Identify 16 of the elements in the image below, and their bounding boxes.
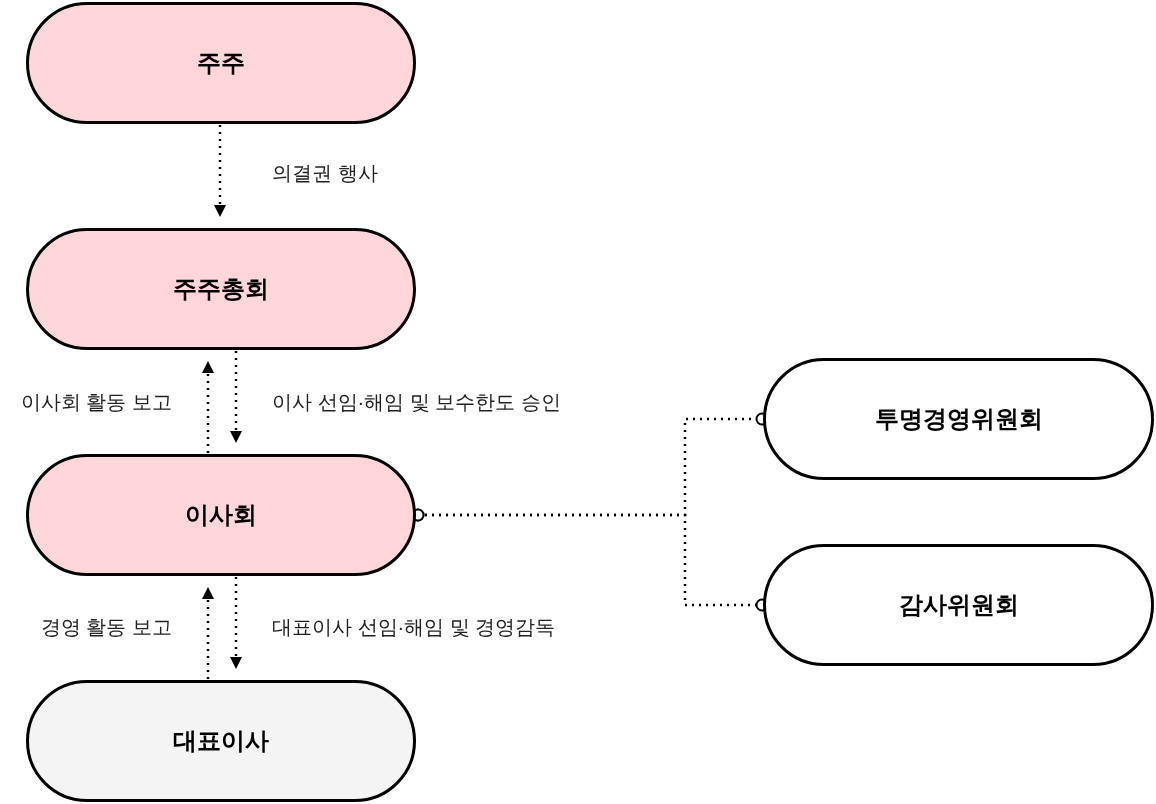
node-label: 감사위원회 [898, 590, 1019, 620]
node-label: 이사회 [185, 500, 257, 530]
node-label: 대표이사 [173, 726, 269, 756]
dotted-connector [230, 351, 242, 443]
edge-label: 대표이사 선임·해임 및 경영감독 [272, 617, 556, 637]
node-label: 주주총회 [173, 274, 269, 304]
node-label: 주주 [197, 48, 245, 78]
edge-label: 경영 활동 보고 [40, 617, 172, 637]
edge-label: 이사 선임·해임 및 보수한도 승인 [272, 392, 561, 412]
edge-label: 이사회 활동 보고 [20, 392, 172, 412]
dotted-connector [202, 587, 214, 679]
edge-label: 의결권 행사 [272, 163, 378, 183]
dotted-connector [230, 577, 242, 669]
dotted-connector [214, 125, 226, 217]
node-label: 투명경영위원회 [874, 404, 1043, 434]
dotted-connector [202, 361, 214, 453]
